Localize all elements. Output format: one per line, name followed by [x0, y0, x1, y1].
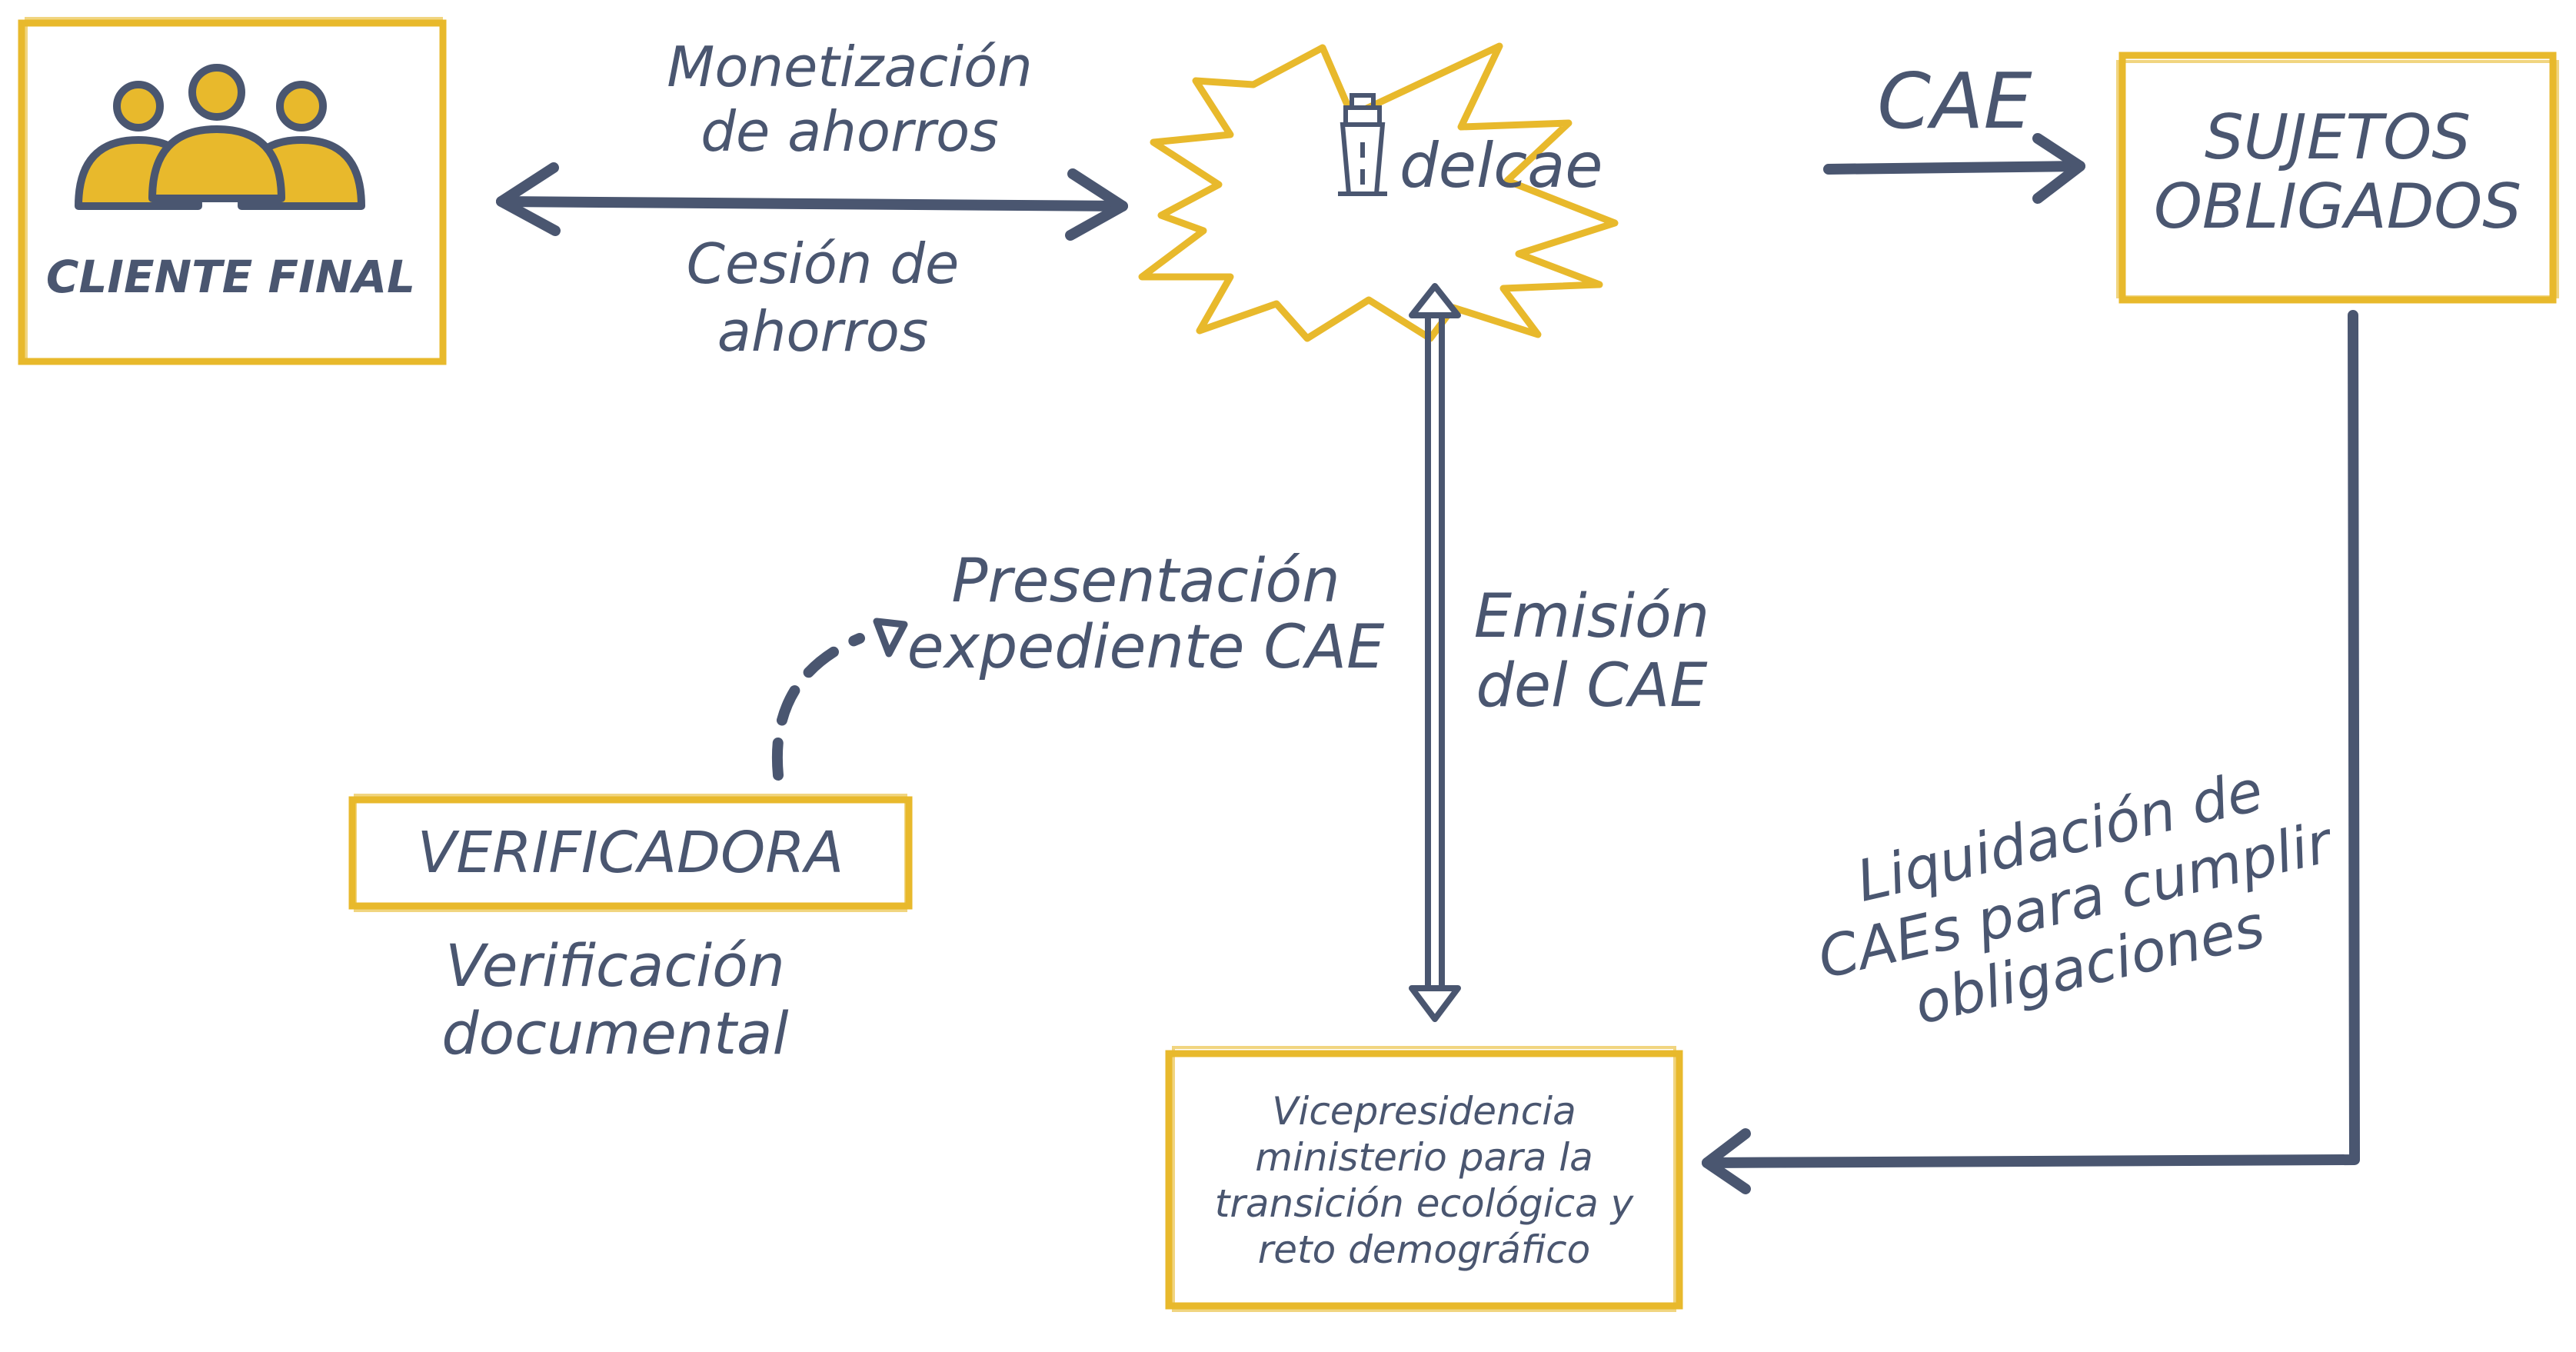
vicepresidencia-line-1: Vicepresidencia — [1272, 1089, 1576, 1134]
verificadora-box — [348, 796, 913, 910]
verificadora-box-sketch — [354, 794, 907, 912]
node-cliente-final: CLIENTE FINAL — [18, 17, 447, 365]
node-delcae: delcae — [1138, 42, 1619, 342]
arrow-delcae-vicepresidencia — [1409, 283, 1461, 1022]
delcae-label: delcae — [1399, 130, 1603, 201]
vicepresidencia-line-3: transición ecológica y — [1215, 1181, 1635, 1226]
label-monetizacion: Monetización de ahorros — [667, 35, 1033, 164]
emision-line-1: Emisión — [1474, 582, 1709, 651]
cesion-line-2: ahorros — [717, 299, 929, 364]
label-cesion: Cesión de ahorros — [687, 231, 960, 364]
sujetos-obligados-box — [2118, 52, 2557, 304]
verificacion-line-2: documental — [441, 999, 788, 1067]
label-verificacion: Verificación documental — [441, 931, 788, 1067]
cliente-final-label: CLIENTE FINAL — [46, 251, 415, 303]
vicepresidencia-line-2: ministerio para la — [1255, 1135, 1593, 1180]
node-vicepresidencia: Vicepresidencia ministerio para la trans… — [1165, 1046, 1683, 1312]
vicepresidencia-line-4: reto demográfico — [1258, 1227, 1591, 1272]
label-liquidacion: Liquidación de CAEs para cumplir obligac… — [1812, 758, 2341, 1037]
lighthouse-icon — [1338, 93, 1387, 196]
cesion-line-1: Cesión de — [687, 231, 960, 296]
presentacion-line-2: expediente CAE — [907, 613, 1385, 682]
label-cae: CAE — [1877, 56, 2032, 146]
sujetos-obligados-line-1: SUJETOS — [2205, 102, 2471, 173]
label-presentacion: Presentación expediente CAE — [907, 547, 1385, 682]
arrow-verificadora-presentacion — [772, 618, 908, 781]
verificadora-label: VERIFICADORA — [418, 820, 844, 886]
vicepresidencia-box — [1165, 1050, 1683, 1310]
sujetos-obligados-box-sketch — [2116, 60, 2559, 298]
vicepresidencia-box-sketch — [1172, 1046, 1676, 1312]
node-verificadora: VERIFICADORA — [348, 794, 913, 912]
monetizacion-line-1: Monetización — [667, 35, 1033, 99]
presentacion-line-1: Presentación — [951, 547, 1340, 616]
node-sujetos-obligados: SUJETOS OBLIGADOS — [2116, 52, 2559, 304]
emision-line-2: del CAE — [1476, 651, 1708, 721]
cliente-final-box-sketch — [25, 17, 443, 363]
label-emision: Emisión del CAE — [1474, 582, 1709, 721]
sujetos-obligados-line-2: OBLIGADOS — [2154, 171, 2521, 242]
people-group-icon — [75, 64, 365, 210]
monetizacion-line-2: de ahorros — [701, 99, 998, 164]
arrow-sujetos-vicepresidencia — [1702, 310, 2360, 1194]
arrow-delcae-sujetos — [1823, 133, 2085, 204]
verificacion-line-1: Verificación — [445, 931, 785, 1000]
arrow-cliente-delcae — [496, 162, 1128, 241]
